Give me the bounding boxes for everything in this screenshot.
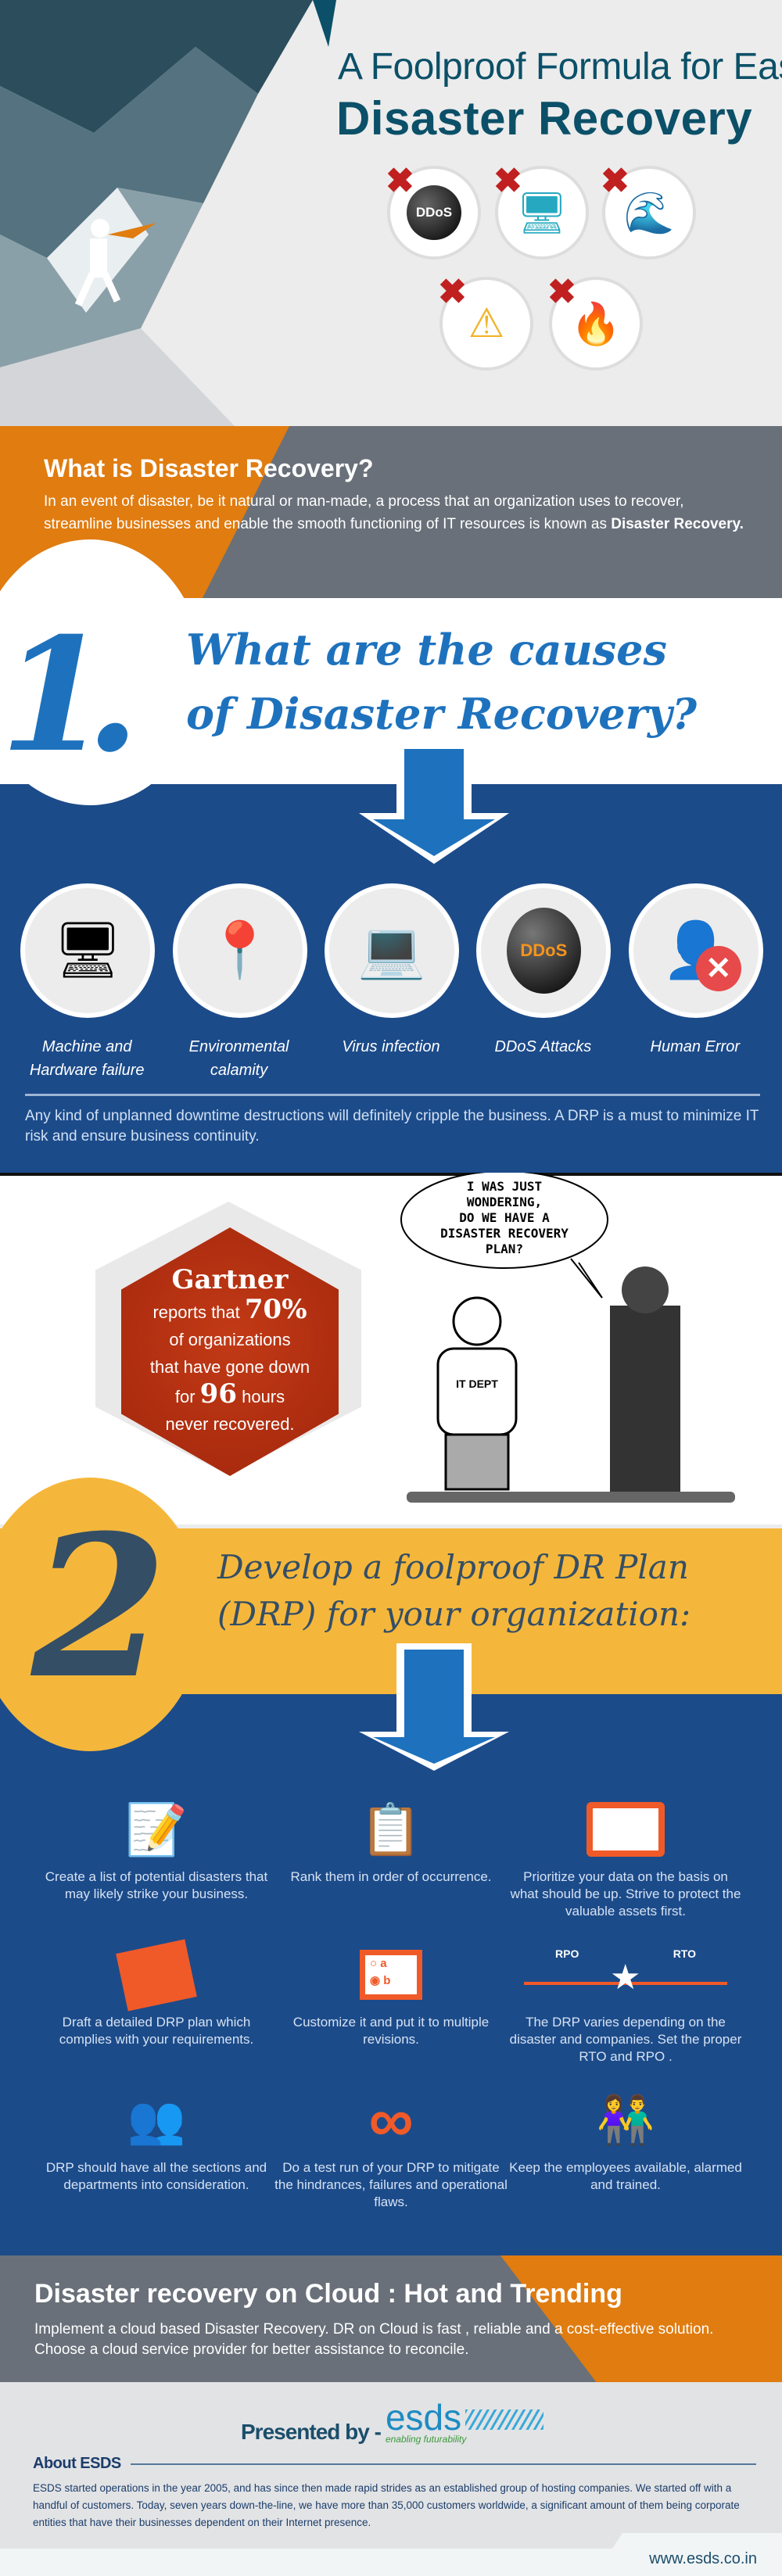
mountain-climber-illustration [0, 0, 336, 426]
cloud-text: Implement a cloud based Disaster Recover… [34, 2321, 714, 2358]
fire-icon: ✖🔥 [547, 273, 643, 371]
cause-virus: 💻Virus infection [324, 883, 459, 1082]
burning-computer-icon: 🖥 [20, 883, 156, 1018]
down-arrow-icon [359, 744, 509, 864]
cross-icon: ✖ [438, 273, 467, 311]
cross-icon: ✖ [601, 162, 630, 200]
plan-document-icon [39, 1938, 274, 2012]
step-text: Do a test run of your DRP to mitigate th… [274, 2160, 508, 2209]
step-text: Prioritize your data on the basis on wha… [510, 1869, 741, 1919]
cross-icon: ✖ [386, 162, 414, 200]
step-5: ○ a◉ b Customize it and put it to multipl… [274, 1944, 508, 2065]
about-text: ESDS started operations in the year 2005… [33, 2482, 740, 2528]
what-is-dr-title: What is Disaster Recovery? [44, 454, 374, 482]
step-4: Draft a detailed DRP plan which complies… [39, 1938, 274, 2065]
cross-icon: ✖ [547, 273, 576, 311]
ddos-bomb-icon: DDoS [476, 883, 612, 1018]
infinity-gear-play-icon: ∞ [368, 2085, 414, 2155]
ddos-bomb-icon: ✖DDoS [386, 162, 481, 260]
title-line2: Disaster Recovery [336, 92, 753, 145]
cross-icon: ✖ [493, 162, 522, 200]
user-error-icon: 👤✕ [628, 883, 763, 1018]
step-text: Customize it and put it to multiple revi… [292, 2015, 490, 2047]
step-text: Rank them in order of occurrence. [290, 1869, 492, 1884]
monitor-data-icon [508, 1798, 743, 1861]
virus-laptop-icon: 💻 [324, 883, 459, 1018]
presented-by: Presented by - esds enabling futurabilit… [241, 2399, 543, 2445]
monitor-options-icon: ○ a◉ b [274, 1944, 508, 2006]
gartner-stat: Gartner reports that 70% of organization… [149, 1264, 310, 1435]
step-3: Prioritize your data on the basis on wha… [508, 1798, 743, 1920]
divider [25, 1094, 760, 1096]
step-1: 📝 Create a list of potential disasters th… [39, 1798, 274, 1920]
human-error-icon: ✖⚠ [438, 273, 533, 371]
section1-number: 1. [0, 604, 140, 787]
header: A Foolproof Formula for Easy Disaster Re… [0, 0, 782, 426]
cloud-section: Disaster recovery on Cloud : Hot and Tre… [0, 2255, 782, 2382]
step-text: Create a list of potential disasters tha… [45, 1869, 268, 1901]
step-8: ∞Do a test run of your DRP to mitigate t… [274, 2089, 508, 2211]
number-circle [0, 539, 203, 805]
tsunami-icon: ✖🌊 [601, 162, 696, 260]
esds-logo: esds [385, 2397, 462, 2438]
ranked-clipboard-icon: 📋 [360, 1801, 422, 1858]
step-text: Draft a detailed DRP plan which complies… [59, 2015, 254, 2047]
cloud-title: Disaster recovery on Cloud : Hot and Tre… [34, 2279, 622, 2309]
down-arrow-icon [359, 1643, 509, 1771]
employees-icon: 👫 [596, 2094, 655, 2146]
section2-number: 2 [31, 1492, 167, 1722]
website-link[interactable]: www.esds.co.in [649, 2550, 757, 2567]
checklist-pencil-icon: 📝 [125, 1801, 188, 1858]
causes-summary: Any kind of unplanned downtime destructi… [25, 1108, 759, 1145]
team-icon: 👥 [127, 2094, 186, 2146]
number-circle [0, 1478, 203, 1751]
about-heading: About ESDS [33, 2455, 756, 2473]
cause-human-error: 👤✕Human Error [628, 883, 763, 1082]
shirt-label: IT DEPT [456, 1378, 498, 1390]
tsunami-pin-icon: 📍 [172, 883, 307, 1018]
step-text: DRP should have all the sections and dep… [45, 2160, 267, 2192]
virus-computer-icon: ✖🖥 [493, 162, 589, 260]
step-text: Keep the employees available, alarmed an… [509, 2160, 742, 2192]
title-line1: A Foolproof Formula for Easy [338, 46, 782, 88]
step-7: 👥 DRP should have all the sections and de… [39, 2089, 274, 2211]
what-is-dr-text: In an event of disaster, be it natural o… [44, 493, 744, 532]
section2-heading: Develop a foolproof DR Plan(DRP) for you… [217, 1548, 691, 1633]
step-text: The DRP varies depending on the disaster… [509, 2015, 742, 2064]
step-2: 📋 Rank them in order of occurrence. [274, 1798, 508, 1920]
step-9: 👫 Keep the employees available, alarmed a… [508, 2089, 743, 2211]
comic-illustration: IT DEPT [400, 1173, 735, 1503]
drp-steps-grid: 📝 Create a list of potential disasters th… [39, 1798, 743, 2211]
